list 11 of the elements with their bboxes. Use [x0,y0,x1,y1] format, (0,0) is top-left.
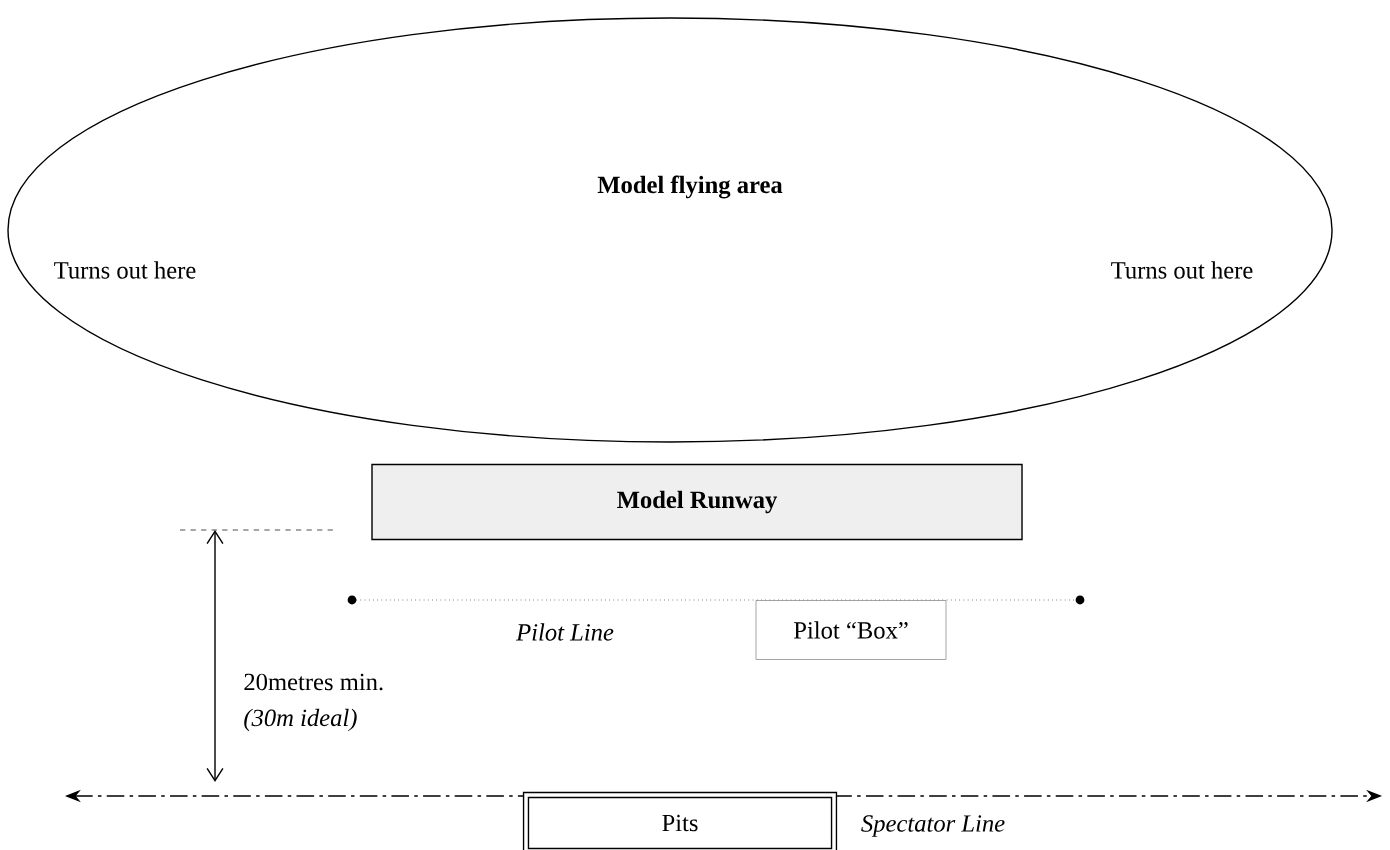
runway-box: Model Runway [371,463,1023,541]
area-label: Model flying area [597,175,783,199]
pits-box: Pits [522,791,838,850]
area-label: Turns out here [54,261,196,279]
spectator-line-label: Spectator Line [861,815,1005,837]
distance-label: 20metres min. [244,673,383,691]
pilot-line-label: Pilot Line [516,623,614,641]
distance-note: (30m ideal) [244,708,357,732]
flying-area-ellipse [7,17,1333,443]
area-label: Turns out here [1111,261,1253,279]
pilot-box: Pilot “Box” [755,600,947,660]
